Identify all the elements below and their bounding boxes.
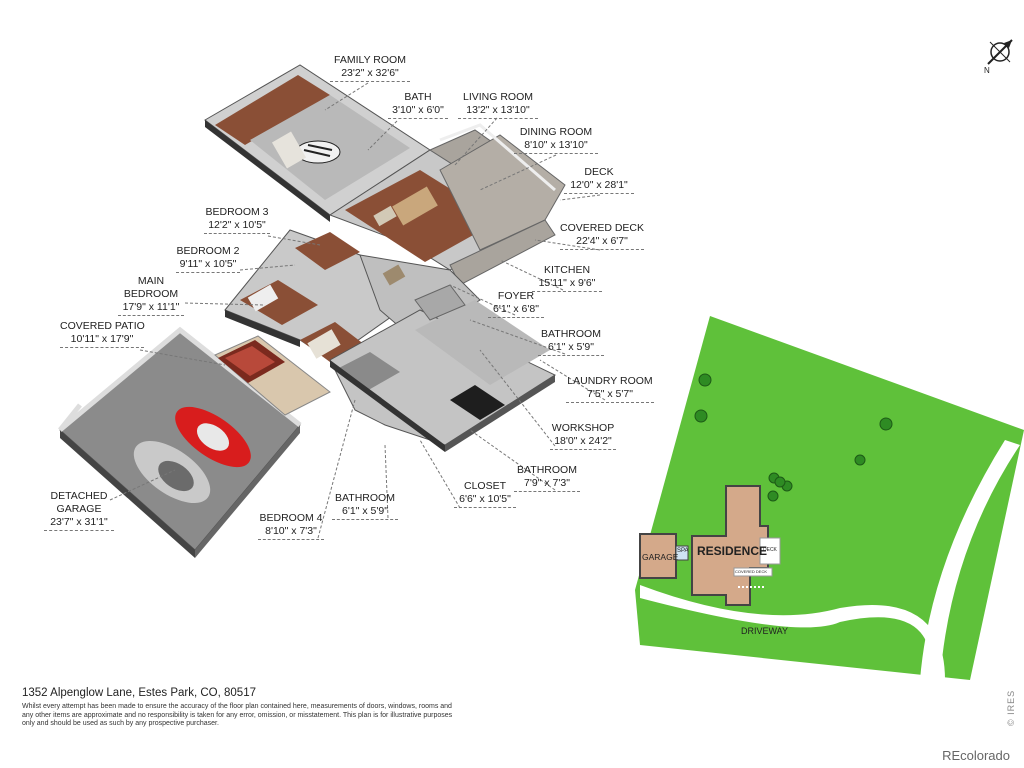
label-closet: CLOSET 6'6" x 10'5" bbox=[454, 480, 516, 508]
house-model bbox=[204, 64, 566, 452]
compass-label: N bbox=[984, 66, 990, 75]
room-dimensions: 7'9" x 7'3" bbox=[514, 477, 580, 492]
label-bedroom-4: BEDROOM 4 8'10" x 7'3" bbox=[258, 512, 324, 540]
label-foyer: FOYER 6'1" x 6'8" bbox=[488, 290, 544, 318]
room-name: FAMILY ROOM bbox=[334, 54, 406, 66]
room-dimensions: 6'6" x 10'5" bbox=[454, 493, 516, 508]
room-name: DINING ROOM bbox=[519, 126, 593, 138]
label-laundry-room: LAUNDRY ROOM 7'5" x 5'7" bbox=[566, 375, 654, 403]
site-label-deck: DECK bbox=[763, 547, 777, 553]
label-covered-patio: COVERED PATIO 10'11" x 17'9" bbox=[60, 320, 145, 348]
room-dimensions: 7'5" x 5'7" bbox=[566, 388, 654, 403]
site-deck bbox=[759, 537, 781, 565]
ires-text: © IRES bbox=[1006, 689, 1016, 726]
room-name: DETACHED GARAGE bbox=[50, 490, 108, 515]
room-dimensions: 8'10" x 13'10" bbox=[514, 139, 598, 154]
room-dimensions: 6'1" x 6'8" bbox=[488, 303, 544, 318]
property-address: 1352 Alpenglow Lane, Estes Park, CO, 805… bbox=[22, 687, 256, 699]
room-dimensions: 18'0" x 24'2" bbox=[550, 435, 616, 450]
room-dimensions: 3'10" x 6'0" bbox=[388, 104, 448, 119]
room-name: BATHROOM bbox=[517, 464, 577, 476]
room-dimensions: 12'0" x 28'1" bbox=[564, 179, 634, 194]
room-name: BEDROOM 4 bbox=[259, 512, 323, 524]
ires-credit: © IRES bbox=[1006, 686, 1020, 728]
site-label-covered-deck: COVERED DECK bbox=[735, 569, 768, 574]
site-label-driveway: DRIVEWAY bbox=[741, 626, 789, 636]
label-bathroom-3: BATHROOM 6'1" x 5'9" bbox=[332, 492, 398, 520]
covered-patio-model bbox=[214, 335, 331, 416]
room-name: WORKSHOP bbox=[551, 422, 615, 434]
room-name: COVERED DECK bbox=[560, 222, 645, 234]
label-dining-room: DINING ROOM 8'10" x 13'10" bbox=[514, 126, 598, 154]
room-name: KITCHEN bbox=[543, 264, 591, 276]
room-name: MAIN BEDROOM bbox=[123, 275, 179, 300]
room-dimensions: 6'1" x 5'9" bbox=[332, 505, 398, 520]
red-car bbox=[175, 406, 251, 468]
recolorado-watermark: REcolorado bbox=[942, 748, 1010, 763]
room-name: COVERED PATIO bbox=[60, 320, 145, 332]
room-dimensions: 10'11" x 17'9" bbox=[60, 333, 144, 348]
room-dimensions: 13'2" x 13'10" bbox=[458, 104, 538, 119]
room-name: BATHROOM bbox=[541, 328, 601, 340]
trees bbox=[694, 373, 893, 502]
label-family-room: FAMILY ROOM 23'2" x 32'6" bbox=[330, 54, 410, 82]
site-plan bbox=[635, 316, 1024, 680]
label-bathroom-2: BATHROOM 7'9" x 7'3" bbox=[514, 464, 580, 492]
driveway-path bbox=[640, 585, 945, 680]
site-covered-deck bbox=[733, 567, 773, 577]
label-deck: DECK 12'0" x 28'1" bbox=[564, 166, 634, 194]
site-label-spa: SPA bbox=[677, 548, 689, 554]
label-covered-deck: COVERED DECK 22'4" x 6'7" bbox=[560, 222, 644, 250]
label-kitchen: KITCHEN 15'11" x 9'6" bbox=[532, 264, 602, 292]
room-name: FOYER bbox=[497, 290, 535, 302]
room-name: BATH bbox=[404, 91, 432, 103]
leader-lines bbox=[109, 82, 606, 539]
label-bath: BATH 3'10" x 6'0" bbox=[388, 91, 448, 119]
silver-car bbox=[133, 440, 211, 504]
room-dimensions: 17'9" x 11'1" bbox=[118, 301, 184, 316]
label-bedroom-2: BEDROOM 2 9'11" x 10'5" bbox=[176, 245, 240, 273]
label-main-bedroom: MAIN BEDROOM 17'9" x 11'1" bbox=[118, 262, 184, 329]
label-workshop: WORKSHOP 18'0" x 24'2" bbox=[550, 422, 616, 450]
room-dimensions: 12'2" x 10'5" bbox=[204, 219, 270, 234]
room-name: BATHROOM bbox=[335, 492, 395, 504]
room-dimensions: 8'10" x 7'3" bbox=[258, 525, 324, 540]
label-living-room: LIVING ROOM 13'2" x 13'10" bbox=[458, 91, 538, 119]
label-detached-garage: DETACHED GARAGE 23'7" x 31'1" bbox=[44, 477, 114, 544]
compass-icon bbox=[987, 39, 1013, 65]
room-dimensions: 9'11" x 10'5" bbox=[176, 258, 240, 273]
room-name: BEDROOM 3 bbox=[205, 206, 269, 218]
room-dimensions: 6'1" x 5'9" bbox=[538, 341, 604, 356]
room-name: CLOSET bbox=[463, 480, 506, 492]
room-name: BEDROOM 2 bbox=[176, 245, 240, 257]
site-spa bbox=[675, 545, 689, 561]
room-dimensions: 23'2" x 32'6" bbox=[330, 67, 410, 82]
site-label-residence: RESIDENCE bbox=[697, 544, 768, 558]
site-label-garage: GARAGE bbox=[642, 552, 679, 562]
room-dimensions: 15'11" x 9'6" bbox=[532, 277, 602, 292]
room-dimensions: 22'4" x 6'7" bbox=[560, 235, 644, 250]
room-name: LAUNDRY ROOM bbox=[567, 375, 653, 387]
label-bathroom-1: BATHROOM 6'1" x 5'9" bbox=[538, 328, 604, 356]
room-name: DECK bbox=[584, 166, 614, 178]
room-dimensions: 23'7" x 31'1" bbox=[44, 516, 114, 531]
lawn bbox=[635, 316, 1024, 680]
label-bedroom-3: BEDROOM 3 12'2" x 10'5" bbox=[204, 206, 270, 234]
disclaimer-text: Whilst every attempt has been made to en… bbox=[22, 703, 453, 728]
room-name: LIVING ROOM bbox=[462, 91, 533, 103]
